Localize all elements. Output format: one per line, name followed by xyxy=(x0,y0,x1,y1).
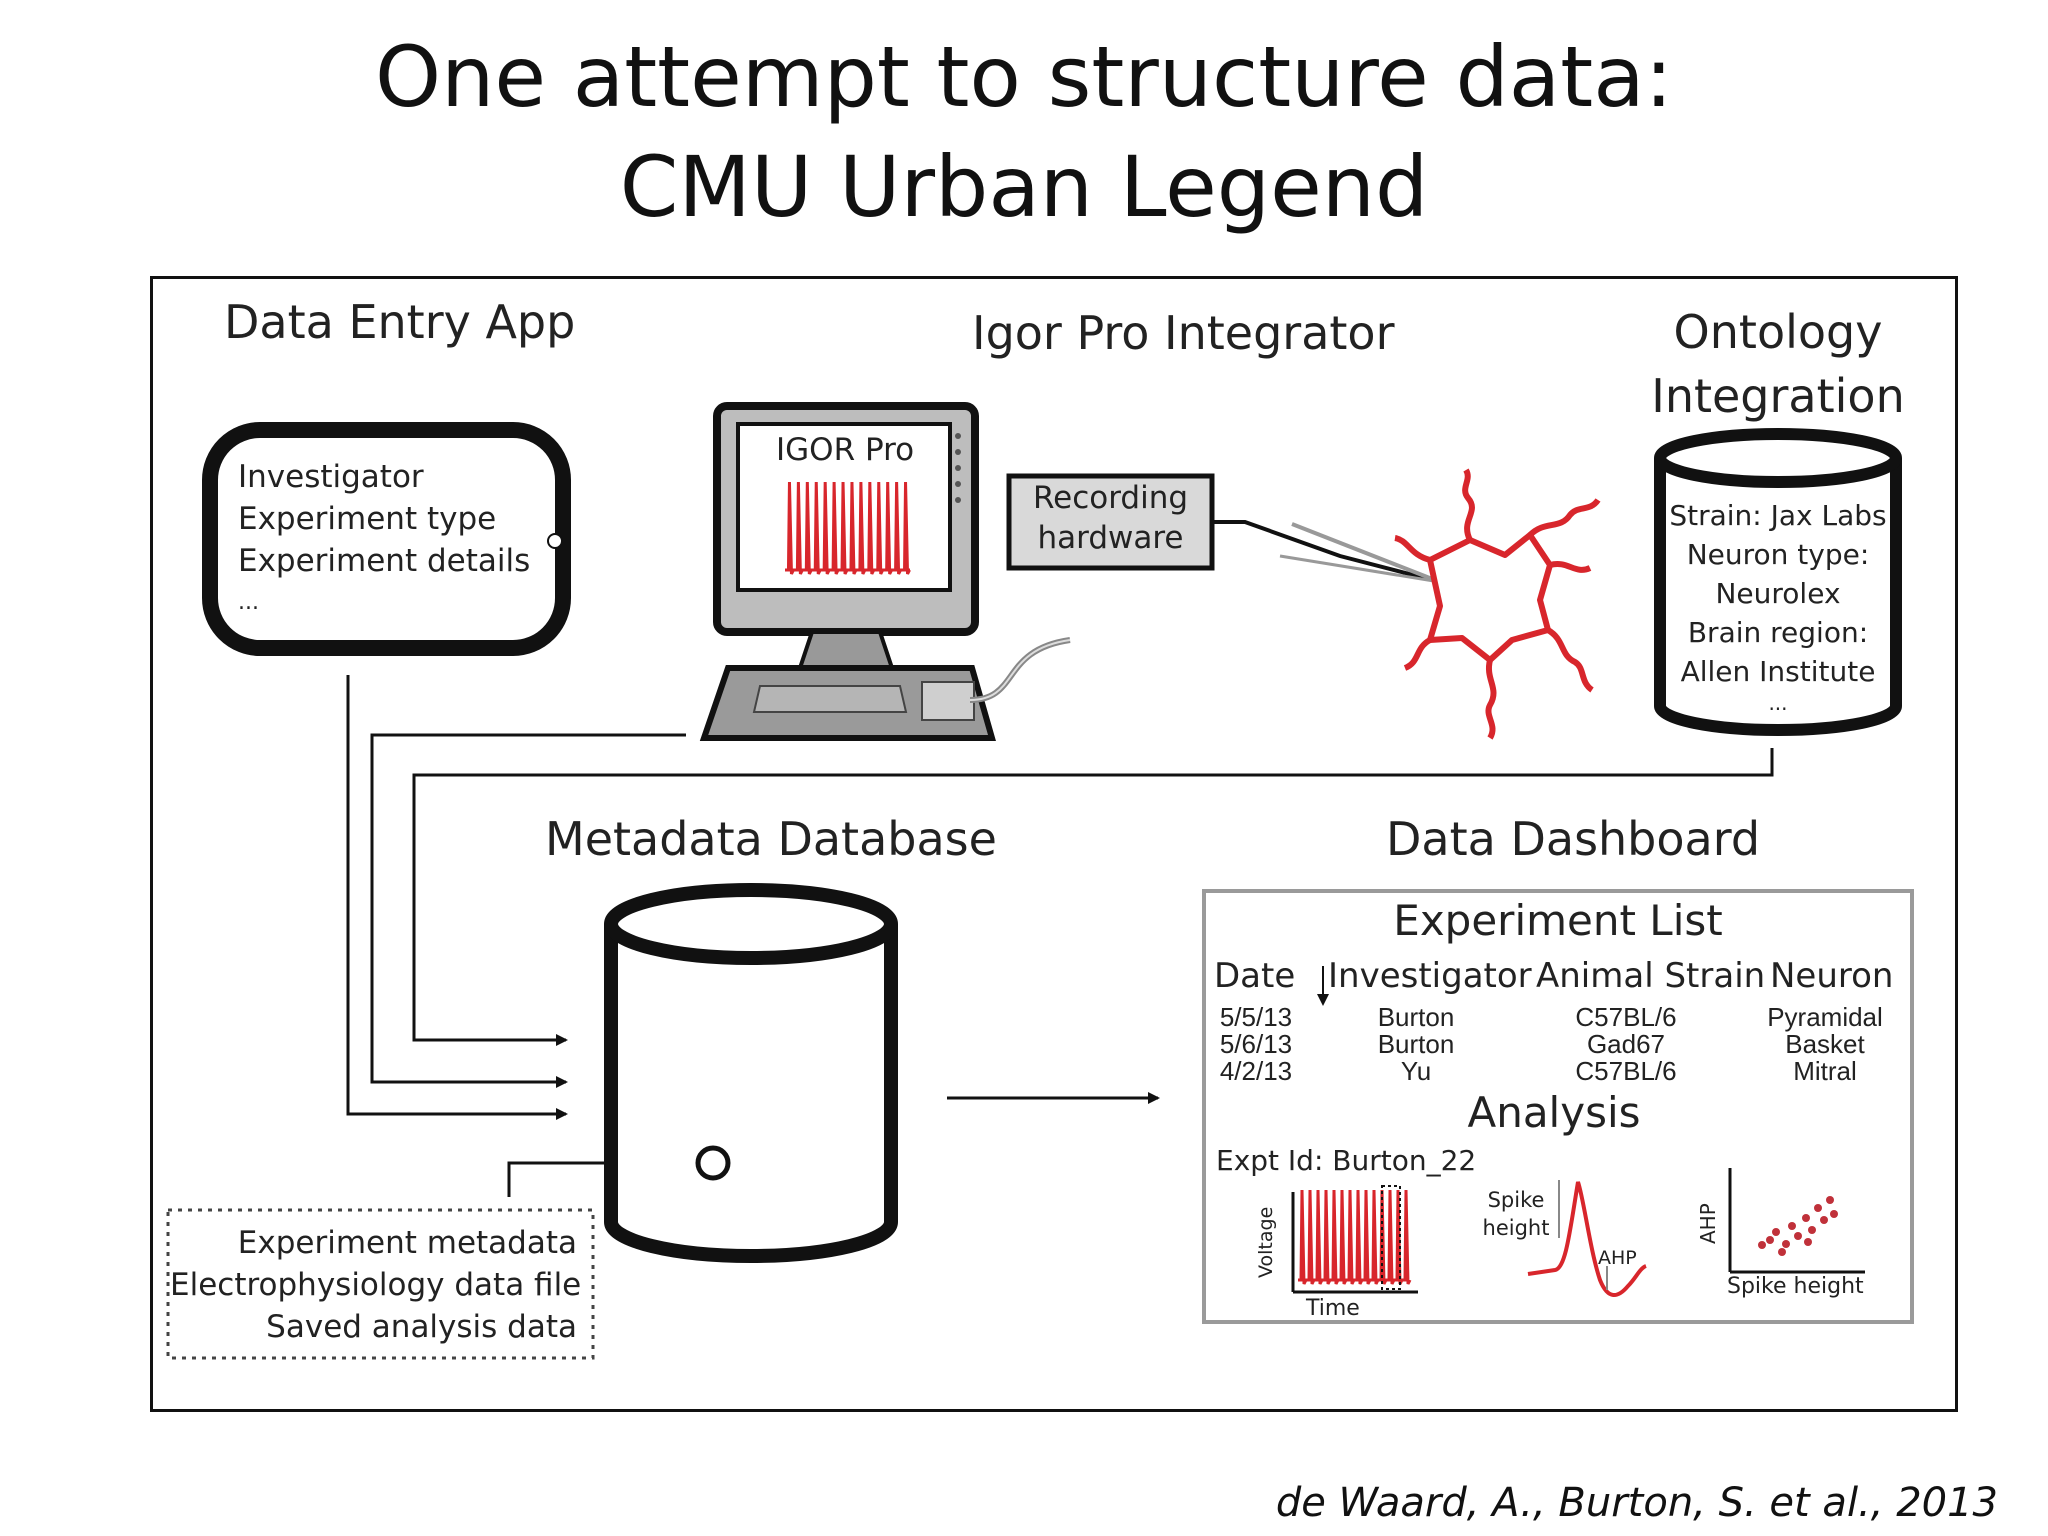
table-cell: Burton xyxy=(1377,1029,1455,1059)
tablet-device-icon xyxy=(202,422,571,656)
spike-label-line-1: Spike xyxy=(1487,1188,1545,1212)
hardware-label-line-2: hardware xyxy=(1037,520,1184,556)
scatter-y-axis-label: AHP xyxy=(1696,1203,1720,1244)
scatter-chart xyxy=(1728,1168,1865,1274)
spike-train-path xyxy=(785,481,911,575)
data-dashboard-heading: Data Dashboard xyxy=(1386,812,1761,866)
table-cell: Gad67 xyxy=(1586,1029,1666,1059)
column-strains: C57BL/6 Gad67 C57BL/6 xyxy=(1566,1004,1686,1085)
igor-spike-trace xyxy=(785,481,911,575)
column-header-investigator: Investigator xyxy=(1328,956,1532,996)
igor-screen-label: IGOR Pro xyxy=(776,432,915,468)
table-cell: Pyramidal xyxy=(1767,1002,1883,1032)
ontology-items: Strain: Jax Labs Neuron type: Neurolex B… xyxy=(1660,496,1896,715)
recording-hardware-box xyxy=(1006,473,1215,571)
table-cell: C57BL/6 xyxy=(1575,1002,1677,1032)
electrode-pipette-icon xyxy=(1291,522,1441,584)
spike-label-line-2: height xyxy=(1482,1216,1550,1240)
diagram-frame xyxy=(150,276,1958,1412)
field-experiment-type: Experiment type xyxy=(238,501,497,537)
slide-title-line-2: CMU Urban Legend xyxy=(619,138,1429,236)
ontology-item-ellipsis: ... xyxy=(1768,691,1788,715)
ontology-item-neuron-type: Neuron type: xyxy=(1686,538,1870,571)
table-cell: C57BL/6 xyxy=(1575,1056,1677,1086)
ahp-label: AHP xyxy=(1598,1247,1637,1269)
expt-id-label: Expt Id: Burton_22 xyxy=(1216,1144,1477,1177)
column-header-animal-strain: Animal Strain xyxy=(1536,956,1766,996)
column-dates: 5/5/13 5/6/13 4/2/13 xyxy=(1212,1004,1300,1085)
metadata-database-heading: Metadata Database xyxy=(545,812,997,866)
igor-pro-integrator-heading: Igor Pro Integrator xyxy=(972,306,1395,360)
citation: de Waard, A., Burton, S. et al., 2013 xyxy=(1275,1480,1998,1526)
field-experiment-details: Experiment details xyxy=(238,543,531,579)
scatter-x-axis-label: Spike height xyxy=(1727,1274,1864,1299)
spike-height-label: Spike height xyxy=(1476,1186,1556,1242)
column-investigators: Burton Burton Yu xyxy=(1356,1004,1476,1085)
analysis-title: Analysis xyxy=(1467,1088,1641,1137)
dashboard-panel xyxy=(1202,889,1914,1324)
content-electrophysiology-file: Electrophysiology data file xyxy=(170,1267,582,1303)
voltage-trace-chart xyxy=(1291,1185,1418,1294)
field-ellipsis: ... xyxy=(238,590,259,615)
ontology-database-icon xyxy=(1654,428,1902,736)
ontology-heading-line-2: Integration xyxy=(1651,369,1905,423)
column-header-date: Date xyxy=(1214,956,1296,996)
metadata-database-icon xyxy=(604,883,898,1263)
ontology-item-brain-region: Brain region: xyxy=(1687,616,1869,649)
table-cell: Yu xyxy=(1400,1056,1432,1086)
electrode-cable xyxy=(1212,520,1441,584)
database-contents-box xyxy=(166,1208,595,1360)
ontology-item-neurolex: Neurolex xyxy=(1715,577,1841,610)
recording-hardware-label: Recording hardware xyxy=(1009,478,1212,558)
data-flow-connectors xyxy=(346,675,1774,1197)
table-cell: Burton xyxy=(1377,1002,1455,1032)
database-contents-list: Experiment metadata Electrophysiology da… xyxy=(170,1222,582,1348)
sort-arrow-icon xyxy=(1317,966,1329,1006)
ontology-item-allen-institute: Allen Institute xyxy=(1680,655,1876,688)
column-neurons: Pyramidal Basket Mitral xyxy=(1760,1004,1890,1085)
data-entry-fields: Investigator Experiment type Experiment … xyxy=(238,456,530,624)
slide-title-line-1: One attempt to structure data: xyxy=(375,28,1673,126)
hardware-label-line-1: Recording xyxy=(1032,480,1189,516)
content-saved-analysis: Saved analysis data xyxy=(266,1309,577,1345)
table-cell: 4/2/13 xyxy=(1219,1056,1293,1086)
table-cell: 5/6/13 xyxy=(1219,1029,1293,1059)
voltage-axis-label: Voltage xyxy=(1255,1206,1277,1278)
field-investigator: Investigator xyxy=(238,459,424,495)
data-entry-app-heading: Data Entry App xyxy=(224,295,576,349)
spike-train-path xyxy=(1298,1189,1412,1285)
column-header-neuron: Neuron xyxy=(1770,956,1894,996)
experiment-list-title: Experiment List xyxy=(1393,896,1723,945)
ontology-integration-heading: Ontology Integration xyxy=(1608,300,1948,428)
neuron-icon xyxy=(1394,468,1601,740)
content-experiment-metadata: Experiment metadata xyxy=(237,1225,577,1261)
ontology-heading-line-1: Ontology xyxy=(1673,305,1883,359)
ontology-item-strain: Strain: Jax Labs xyxy=(1669,499,1887,532)
table-cell: Mitral xyxy=(1793,1056,1857,1086)
table-cell: 5/5/13 xyxy=(1219,1002,1293,1032)
table-cell: Basket xyxy=(1785,1029,1865,1059)
spike-waveform-chart xyxy=(1527,1180,1647,1297)
time-axis-label: Time xyxy=(1306,1296,1360,1321)
